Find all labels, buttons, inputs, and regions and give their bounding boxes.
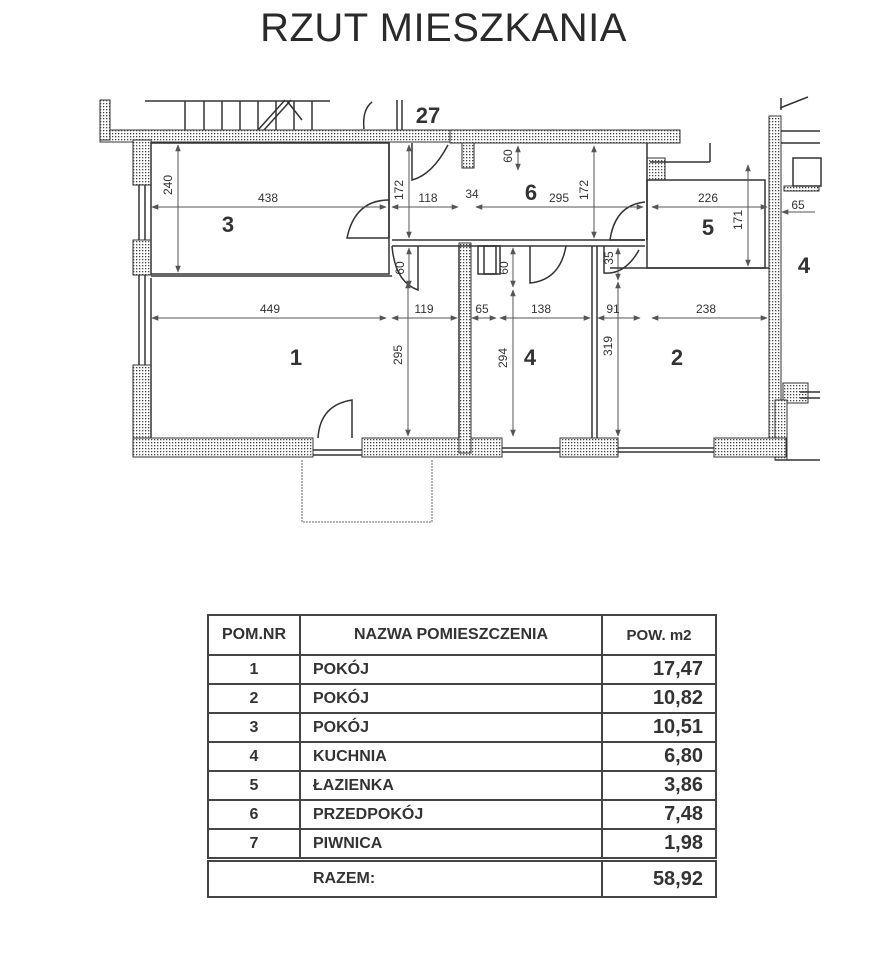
cell-name: POKÓJ — [299, 683, 603, 714]
table-row: 2 POKÓJ 10,82 — [207, 683, 717, 714]
stairs — [145, 96, 809, 131]
table-row: 7 PIWNICA 1,98 — [207, 828, 717, 861]
dim-room5-width: 226 — [698, 191, 718, 205]
dim-room1-extra: 119 — [414, 302, 433, 316]
cell-name: KUCHNIA — [299, 741, 603, 772]
cell-nr: 3 — [207, 712, 301, 743]
cell-name: POKÓJ — [299, 712, 603, 743]
cell-area: 6,80 — [601, 741, 717, 772]
room-area-table: POM.NR NAZWA POMIESZCZENIA POW. m2 1 POK… — [207, 614, 717, 898]
room-label-5: 5 — [702, 215, 714, 240]
room-label-6: 6 — [525, 180, 537, 205]
partitions — [138, 130, 822, 461]
balcony — [301, 460, 433, 523]
cell-name: PRZEDPOKÓJ — [299, 799, 603, 830]
cell-nr: 1 — [207, 654, 301, 685]
cell-name: ŁAZIENKA — [299, 770, 603, 801]
dim-room1-height: 295 — [391, 345, 405, 365]
dim-corridor-width: 118 — [418, 191, 437, 205]
cell-area: 3,86 — [601, 770, 717, 801]
cell-nr: 4 — [207, 741, 301, 772]
table-row: 1 POKÓJ 17,47 — [207, 654, 717, 685]
dim-corridor-wall: 34 — [465, 187, 479, 201]
cell-area: 1,98 — [601, 828, 717, 861]
cell-nr: 6 — [207, 799, 301, 830]
table-total-row: RAZEM: 58,92 — [207, 857, 717, 898]
header-room-area: POW. m2 — [601, 614, 717, 656]
header-room-name: NAZWA POMIESZCZENIA — [299, 614, 603, 656]
dim-room2-height: 319 — [601, 336, 615, 356]
room-label-3: 3 — [222, 212, 234, 237]
floor-plan: 438 240 172 118 34 295 60 172 226 171 65… — [99, 96, 822, 523]
cell-nr: 5 — [207, 770, 301, 801]
dim-room6-niche: 60 — [501, 149, 515, 163]
cell-nr: 2 — [207, 683, 301, 714]
dim-door1-depth: 60 — [393, 261, 407, 275]
total-label: RAZEM: — [207, 857, 603, 898]
page-title: RZUT MIESZKANIA — [260, 6, 627, 50]
dim-room2-extra: 91 — [606, 302, 620, 316]
cell-area: 10,51 — [601, 712, 717, 743]
cell-area: 17,47 — [601, 654, 717, 685]
table-header-row: POM.NR NAZWA POMIESZCZENIA POW. m2 — [207, 614, 717, 656]
table-row: 6 PRZEDPOKÓJ 7,48 — [207, 799, 717, 830]
table-row: 4 KUCHNIA 6,80 — [207, 741, 717, 772]
doors — [317, 143, 646, 439]
dim-door4-depth: 60 — [497, 261, 511, 275]
table-row: 3 POKÓJ 10,51 — [207, 712, 717, 743]
room-label-4: 4 — [524, 345, 537, 370]
dim-room6-width: 295 — [549, 191, 569, 205]
dim-room3-width: 438 — [258, 191, 278, 205]
cell-nr: 7 — [207, 828, 301, 861]
stair-number: 27 — [416, 103, 440, 128]
dim-room3-height: 240 — [161, 175, 175, 195]
dim-room6-height: 172 — [577, 180, 591, 200]
table-row: 5 ŁAZIENKA 3,86 — [207, 770, 717, 801]
dimension-lines — [151, 144, 815, 437]
dim-room4-width: 138 — [531, 302, 551, 316]
dim-room1-width: 449 — [260, 302, 280, 316]
dim-room4-height: 294 — [496, 348, 510, 368]
neighbor-room-label: 4 — [798, 253, 811, 278]
header-room-number: POM.NR — [207, 614, 301, 656]
dim-door2-depth: 35 — [602, 251, 616, 265]
room-label-1: 1 — [290, 345, 302, 370]
room-label-2: 2 — [671, 345, 683, 370]
cell-area: 7,48 — [601, 799, 717, 830]
cell-name: POKÓJ — [299, 654, 603, 685]
cell-area: 10,82 — [601, 683, 717, 714]
dim-corridor-height: 172 — [392, 180, 406, 200]
dim-wall-4: 65 — [475, 302, 489, 316]
dim-room5-height: 171 — [731, 210, 745, 230]
dim-outer-wall: 65 — [791, 198, 805, 212]
dim-room2-width: 238 — [696, 302, 716, 316]
cell-name: PIWNICA — [299, 828, 603, 861]
total-area: 58,92 — [601, 857, 717, 898]
